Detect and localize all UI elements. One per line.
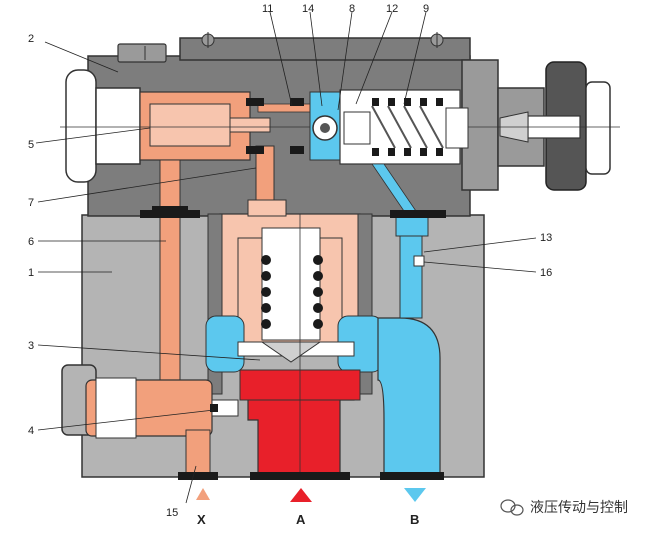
main-spool-inner — [261, 227, 321, 341]
label-8: 8 — [349, 3, 355, 15]
label-1: 1 — [28, 267, 34, 279]
label-13: 13 — [540, 232, 552, 244]
spring-guide — [343, 111, 371, 145]
port-x-label: X — [197, 512, 206, 527]
pilot-line-6 — [159, 159, 181, 381]
port-seal — [380, 472, 444, 480]
pilot-spool-stem — [229, 117, 271, 133]
label-12: 12 — [386, 3, 398, 15]
main-poppet-cone — [260, 341, 322, 363]
seal-ring — [246, 146, 264, 154]
port-x-arrow-icon — [196, 488, 210, 500]
body-seal — [140, 210, 200, 218]
screw-icon — [201, 32, 215, 48]
seal-ring — [290, 98, 304, 106]
label-14: 14 — [302, 3, 314, 15]
label-2: 2 — [28, 33, 34, 45]
left-end-plug — [95, 87, 141, 165]
orifice-seal — [210, 404, 218, 412]
main-spool-top-plate — [247, 199, 287, 217]
adjuster-knob-cap — [585, 81, 611, 175]
label-16: 16 — [540, 267, 552, 279]
label-3: 3 — [28, 340, 34, 352]
label-6: 6 — [28, 236, 34, 248]
left-end-cap — [65, 69, 97, 183]
label-11: 11 — [262, 3, 273, 15]
wechat-logo-icon — [500, 499, 524, 516]
pilot-spool — [149, 103, 231, 147]
pilot-body-top-plate — [179, 37, 471, 61]
seal-ring — [290, 146, 304, 154]
label-4: 4 — [28, 425, 34, 437]
seal-ring — [246, 98, 264, 106]
label-15: 15 — [166, 507, 178, 519]
port-a-arrow-icon — [290, 488, 312, 502]
screw-icon — [430, 32, 444, 48]
check-element-16 — [413, 255, 425, 267]
label-7: 7 — [28, 197, 34, 209]
spring-seat — [445, 107, 469, 149]
port-b-arrow-icon — [404, 488, 426, 502]
watermark-text: 液压传动与控制 — [530, 499, 628, 515]
port-seal — [178, 472, 218, 480]
port-b-label: B — [410, 512, 419, 527]
body-seal — [390, 210, 446, 218]
label-5: 5 — [28, 139, 34, 151]
pilot-body-cap — [117, 43, 167, 63]
port-a-label: A — [296, 512, 306, 527]
port-seal — [250, 472, 350, 480]
main-spring — [261, 255, 323, 329]
tank-port-b-channel — [377, 317, 441, 477]
label-9: 9 — [423, 3, 429, 15]
pilot-spring — [371, 98, 444, 156]
port-x-channel — [185, 429, 211, 479]
pilot-passage-horizontal — [257, 103, 319, 113]
pilot-plug-4-cap — [95, 377, 137, 439]
